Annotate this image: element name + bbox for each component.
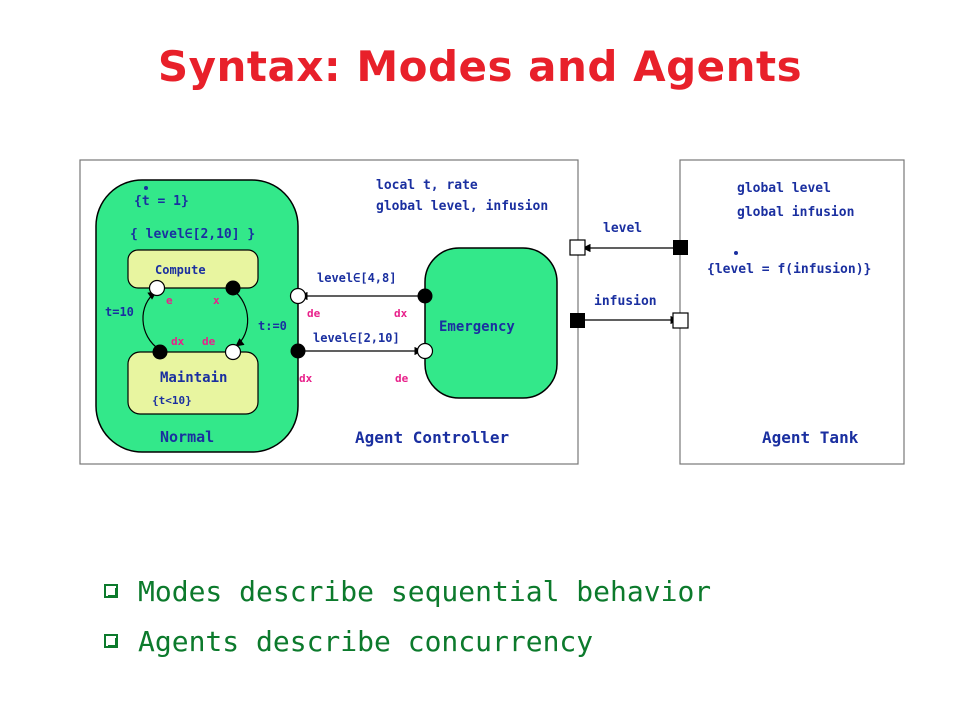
emergency-label: Emergency	[439, 319, 515, 335]
bullet-item: Modes describe sequential behavior	[104, 566, 711, 616]
reset-t: t:=0	[258, 319, 287, 333]
normal-de-label: de	[307, 307, 321, 320]
controller-infusion-port	[570, 313, 585, 328]
controller-globals: global level, infusion	[376, 199, 548, 214]
tank-global-level: global level	[737, 181, 831, 196]
maintain-invariant: {t<10}	[152, 394, 192, 407]
emergency-entry-port	[416, 342, 434, 360]
transition-compute-to-maintain	[232, 289, 249, 347]
normal-exit-port	[290, 343, 306, 359]
maintain-exit-port	[152, 344, 168, 360]
normal-invariant: { level∈[2,10] }	[130, 227, 255, 242]
page-title: Syntax: Modes and Agents	[157, 42, 803, 91]
guard-level-4-8: level∈[4,8]	[317, 271, 396, 285]
guard-level-2-10: level∈[2,10]	[313, 331, 400, 345]
compute-entry-port	[148, 279, 166, 297]
agent-tank-box	[679, 159, 905, 465]
emergency-exit-port	[417, 288, 433, 304]
normal-rate: {t = 1}	[134, 194, 189, 209]
maintain-label: Maintain	[160, 370, 227, 386]
maintain-de-label: de	[202, 335, 216, 348]
checkbox-bullet-icon	[104, 584, 118, 598]
bullet-item: Agents describe concurrency	[104, 616, 711, 666]
compute-mode	[127, 249, 259, 289]
compute-e-label: e	[166, 294, 173, 307]
level-wire-label: level	[603, 221, 642, 236]
checkbox-bullet-icon	[104, 634, 118, 648]
bullet-text: Modes describe sequential behavior	[138, 574, 712, 608]
guard-t-equals-10: t=10	[105, 305, 134, 319]
emergency-dx-label: dx	[394, 307, 408, 320]
level-derivative-dot	[734, 251, 738, 255]
normal-dx-label: dx	[299, 372, 313, 385]
maintain-dx-label: dx	[171, 335, 185, 348]
emergency-de-label: de	[395, 372, 409, 385]
bullet-text: Agents describe concurrency	[138, 624, 594, 658]
controller-level-port	[569, 239, 586, 256]
normal-entry-port	[289, 287, 307, 305]
agent-tank-label: Agent Tank	[762, 428, 859, 447]
controller-locals: local t, rate	[376, 178, 478, 193]
compute-label: Compute	[155, 263, 206, 277]
tank-global-infusion: global infusion	[737, 205, 854, 220]
tank-level-port	[673, 240, 688, 255]
bullet-list: Modes describe sequential behavior Agent…	[104, 566, 711, 666]
compute-exit-port	[225, 280, 241, 296]
infusion-wire-label: infusion	[594, 294, 657, 309]
tank-flow: {level = f(infusion)}	[707, 262, 871, 277]
t-derivative-dot	[144, 186, 148, 190]
tank-infusion-port	[672, 312, 689, 329]
transition-maintain-to-compute	[142, 291, 161, 351]
emergency-mode	[424, 247, 558, 399]
compute-x-label: x	[213, 294, 220, 307]
maintain-mode	[127, 351, 259, 415]
agent-controller-label: Agent Controller	[355, 428, 509, 447]
maintain-entry-port	[224, 343, 242, 361]
normal-label: Normal	[160, 428, 214, 446]
